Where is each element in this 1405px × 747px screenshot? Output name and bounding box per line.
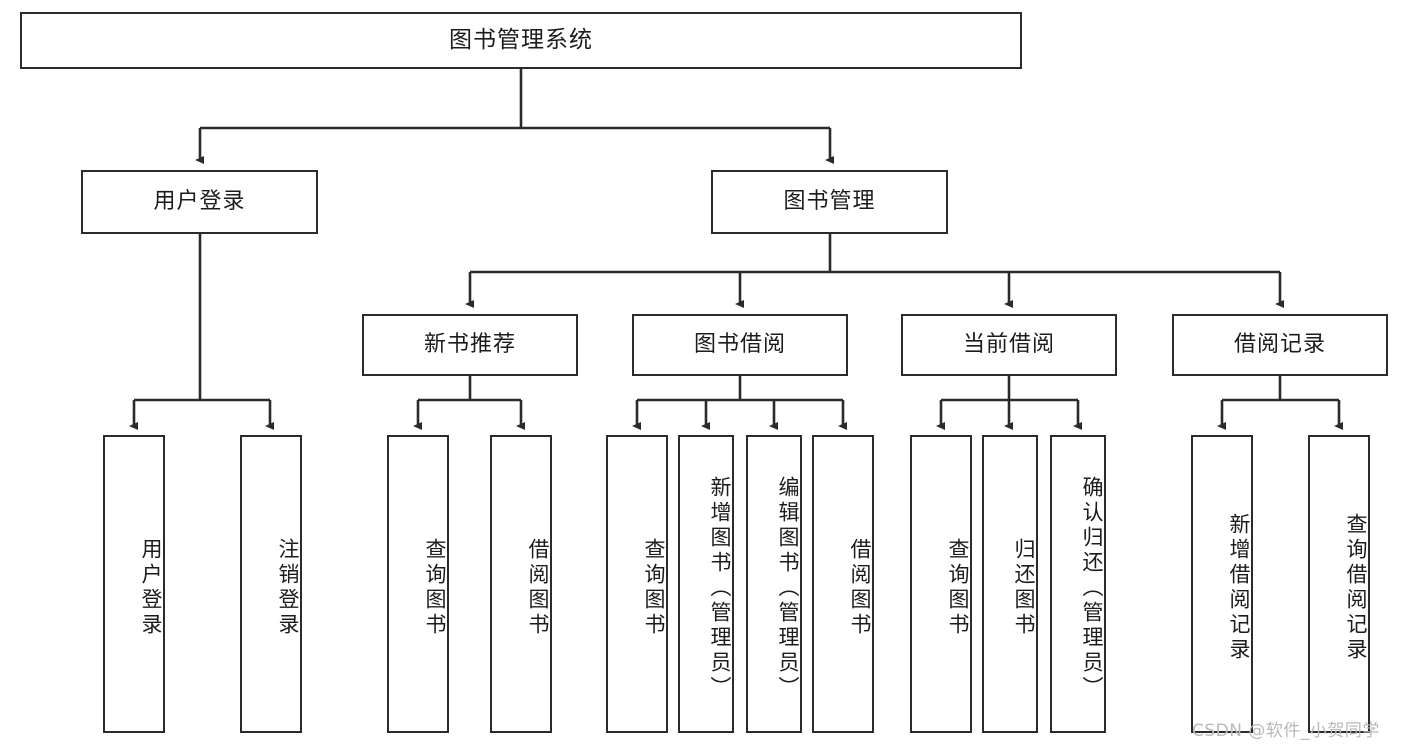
node-current-borrow[interactable]: 当前借阅: [901, 314, 1117, 376]
leaf-user-login-logout[interactable]: 注销登录: [240, 435, 302, 733]
node-label: 查询图书: [423, 538, 447, 638]
node-new-book-recommend[interactable]: 新书推荐: [362, 314, 578, 376]
node-label: 借阅图书: [526, 538, 550, 638]
leaf-current-query-book[interactable]: 查询图书: [910, 435, 972, 733]
node-root-system[interactable]: 图书管理系统: [20, 12, 1022, 69]
leaf-record-query-record[interactable]: 查询借阅记录: [1308, 435, 1370, 733]
node-label: 编辑图书（管理员）: [776, 475, 800, 701]
leaf-borrow-query-book[interactable]: 查询图书: [606, 435, 668, 733]
node-label: 查询图书: [946, 538, 970, 638]
node-label: 归还图书: [1012, 538, 1036, 638]
leaf-current-return-book[interactable]: 归还图书: [982, 435, 1038, 733]
node-label: 借阅图书: [848, 538, 872, 638]
node-label: 用户登录: [153, 189, 246, 215]
leaf-borrow-edit-book-admin[interactable]: 编辑图书（管理员）: [746, 435, 802, 733]
node-label: 图书管理: [783, 189, 876, 215]
leaf-current-confirm-return-admin[interactable]: 确认归还（管理员）: [1050, 435, 1106, 733]
node-label: 新书推荐: [423, 332, 516, 358]
node-label: 当前借阅: [962, 332, 1055, 358]
watermark-text: CSDN @软件_小贺同学: [1192, 721, 1380, 741]
node-label: 图书借阅: [693, 332, 786, 358]
node-label: 新增借阅记录: [1227, 513, 1251, 663]
leaf-borrow-add-book-admin[interactable]: 新增图书（管理员）: [678, 435, 734, 733]
node-label: 注销登录: [276, 538, 300, 638]
node-user-login[interactable]: 用户登录: [81, 170, 318, 234]
node-label: 借阅记录: [1233, 332, 1326, 358]
node-label: 新增图书（管理员）: [708, 475, 732, 701]
node-book-management[interactable]: 图书管理: [711, 170, 948, 234]
node-label: 查询图书: [642, 538, 666, 638]
leaf-record-add-record[interactable]: 新增借阅记录: [1191, 435, 1253, 733]
node-book-borrow[interactable]: 图书借阅: [632, 314, 848, 376]
leaf-recommend-query-book[interactable]: 查询图书: [387, 435, 449, 733]
node-borrow-record[interactable]: 借阅记录: [1172, 314, 1388, 376]
leaf-user-login-login[interactable]: 用户登录: [103, 435, 165, 733]
leaf-borrow-borrow-book[interactable]: 借阅图书: [812, 435, 874, 733]
csdn-watermark: CSDN @软件_小贺同学: [1192, 716, 1380, 741]
node-label: 查询借阅记录: [1344, 513, 1368, 663]
leaf-recommend-borrow-book[interactable]: 借阅图书: [490, 435, 552, 733]
node-label: 确认归还（管理员）: [1080, 475, 1104, 701]
node-label: 图书管理系统: [449, 26, 593, 53]
node-label: 用户登录: [139, 538, 163, 638]
